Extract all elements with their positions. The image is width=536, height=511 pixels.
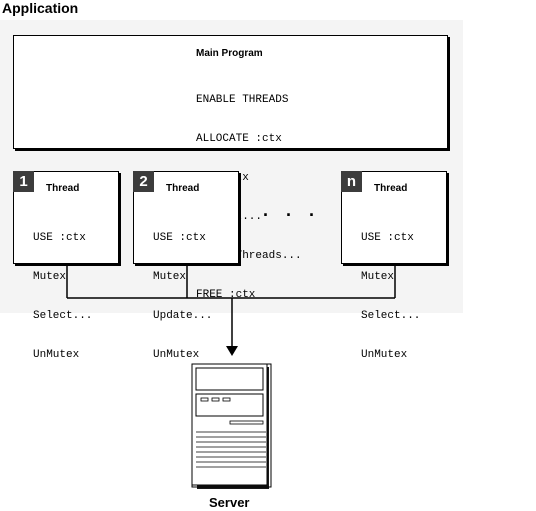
thread-title: Thread (46, 183, 80, 194)
thread-line: Mutex (33, 271, 67, 283)
thread-box-2: 2 Thread USE :ctx Mutex Update... UnMute… (133, 171, 239, 361)
arrow-down-icon (226, 346, 238, 356)
thread-box-n: n Thread USE :ctx Mutex Select... UnMute… (341, 171, 447, 361)
thread-code: USE :ctx Mutex Update... UnMutex (153, 206, 212, 388)
thread-line: UnMutex (153, 349, 200, 361)
thread-line: USE :ctx (33, 232, 86, 244)
thread-line: UnMutex (33, 349, 80, 361)
thread-code: USE :ctx Mutex Select... UnMutex (361, 206, 420, 388)
main-program-line: ALLOCATE :ctx (196, 133, 282, 145)
thread-line: Select... (33, 310, 93, 322)
thread-title: Thread (166, 183, 200, 194)
main-program-box: Main Program ENABLE THREADS ALLOCATE :ct… (13, 35, 448, 301)
application-title: Application (2, 0, 79, 16)
thread-line: USE :ctx (361, 232, 414, 244)
thread-title: Thread (374, 183, 408, 194)
main-program-title: Main Program (196, 48, 263, 59)
main-program-line: ENABLE THREADS (196, 94, 289, 106)
thread-code: USE :ctx Mutex Select... UnMutex (33, 206, 92, 388)
thread-line: Select... (361, 310, 421, 322)
thread-line: Mutex (153, 271, 187, 283)
thread-ellipsis: ... (263, 200, 333, 220)
thread-number-badge: 1 (13, 171, 34, 192)
thread-number-badge: n (341, 171, 362, 192)
thread-line: Update... (153, 310, 213, 322)
thread-line: USE :ctx (153, 232, 206, 244)
server-tower-icon (191, 363, 272, 489)
thread-box-1: 1 Thread USE :ctx Mutex Select... UnMute… (13, 171, 119, 361)
thread-line: Mutex (361, 271, 395, 283)
thread-line: UnMutex (361, 349, 408, 361)
server-label: Server (209, 495, 250, 510)
thread-number-badge: 2 (133, 171, 154, 192)
